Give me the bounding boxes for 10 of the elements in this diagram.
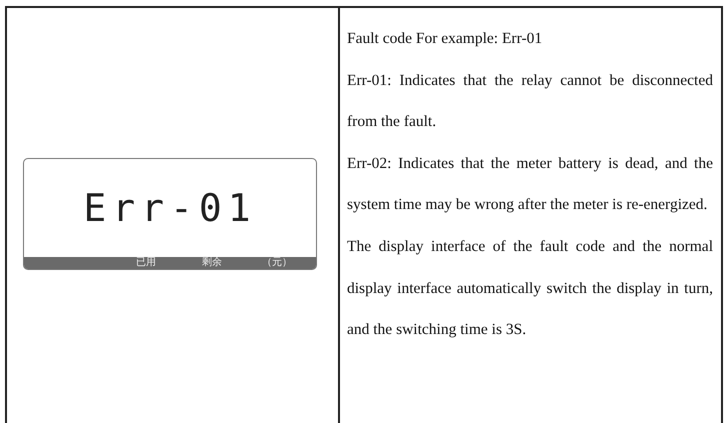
bar-label: （元） — [262, 256, 292, 269]
paragraph: Fault code For example: Err-01 — [347, 29, 544, 49]
lcd-display — [23, 158, 317, 270]
bar-label: 剩余 — [202, 256, 222, 269]
status-bar — [24, 257, 316, 269]
bar-label: 已用 — [136, 256, 156, 269]
paragraph: Err-01: Indicates that the relay cannot be disconnected from the fault. — [347, 70, 713, 132]
paragraph: Err-02: Indicates that the meter battery is dead, and the system time may be wrong after the meter is re-energized. — [347, 154, 713, 216]
display-digits: Err-01 — [82, 185, 258, 231]
paragraph: The display interface of the fault code and the normal display interface automatically switch the display in turn, and the switching time is 3S. — [347, 236, 713, 340]
